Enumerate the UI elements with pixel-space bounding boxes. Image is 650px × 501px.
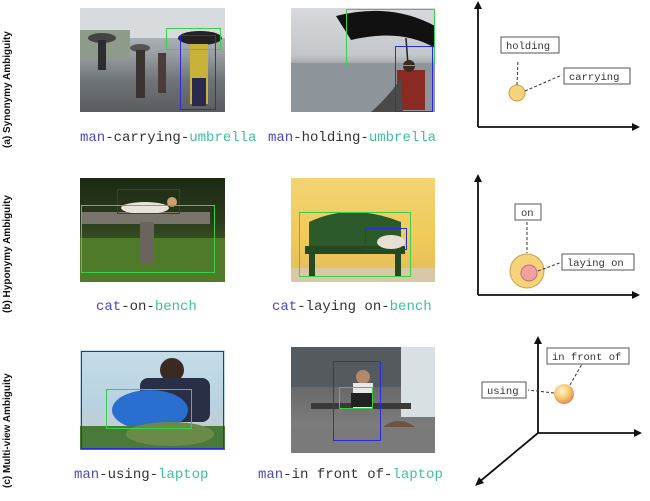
embedding-region-inner (520, 264, 538, 282)
subject-box-man (333, 361, 381, 441)
svg-text:carrying: carrying (569, 72, 619, 84)
street-scene-image (80, 8, 225, 106)
embedding-diagram-multiview: in front of using (475, 336, 642, 486)
tag-box-laying-on (561, 253, 635, 271)
svg-text:holding: holding (506, 41, 550, 53)
subject-box-man (395, 46, 433, 112)
photo-man-in-front-of-laptop (291, 347, 435, 453)
object-box-laptop (106, 389, 192, 429)
subject-box-man (180, 35, 216, 110)
object-box-umbrella (346, 9, 435, 66)
photo-cat-laying-on-bench (291, 178, 435, 282)
tag-box-holding (500, 36, 560, 54)
caption-man-in-front-of-laptop: man-in front of-laptop (258, 467, 443, 483)
object-box-umbrella (166, 28, 221, 50)
embedding-sphere (554, 384, 574, 404)
subject-box-cat (117, 189, 180, 214)
embedding-diagram-hyponymy: on laying on (474, 174, 640, 299)
tag-box-on (514, 203, 542, 221)
svg-text:in front of: in front of (552, 352, 621, 364)
green-bench-cat-image (291, 212, 435, 282)
row-label-hyponymy: (b) Hyponymy Ambiguity (2, 195, 13, 313)
embedding-diagram-synonymy: holding carrying (474, 1, 640, 131)
photo-man-holding-umbrella (291, 8, 435, 112)
tag-box-in-front-of (546, 347, 630, 365)
photo-man-carrying-umbrella (80, 8, 225, 112)
embedding-point (508, 84, 526, 102)
row-label-synonymy: (a) Synonymy Ambiguity (2, 31, 13, 148)
caption-man-holding-umbrella: man-holding-umbrella (268, 130, 437, 146)
subject-box-cat (365, 228, 407, 250)
caption-man-carrying-umbrella: man-carrying-umbrella (80, 130, 257, 146)
office-scene-image (291, 347, 435, 453)
object-box-bench (81, 205, 215, 273)
svg-text:on: on (521, 208, 534, 220)
caption-cat-on-bench: cat-on-bench (96, 299, 197, 315)
photo-man-using-laptop (80, 350, 225, 450)
photo-cat-on-bench (80, 178, 225, 282)
caption-man-using-laptop: man-using-laptop (74, 467, 209, 483)
subject-box-man (81, 351, 224, 449)
svg-text:using: using (487, 386, 519, 398)
row-label-multiview: (c) Multi-view Ambiguity (2, 373, 13, 488)
svg-text:laying on: laying on (567, 258, 624, 270)
object-box-laptop (339, 387, 373, 409)
tag-box-using (481, 381, 527, 399)
object-box-bench (299, 212, 411, 277)
tag-box-carrying (563, 67, 631, 85)
caption-cat-laying-on-bench: cat-laying on-bench (272, 299, 432, 315)
bench-cat-image (80, 197, 225, 282)
